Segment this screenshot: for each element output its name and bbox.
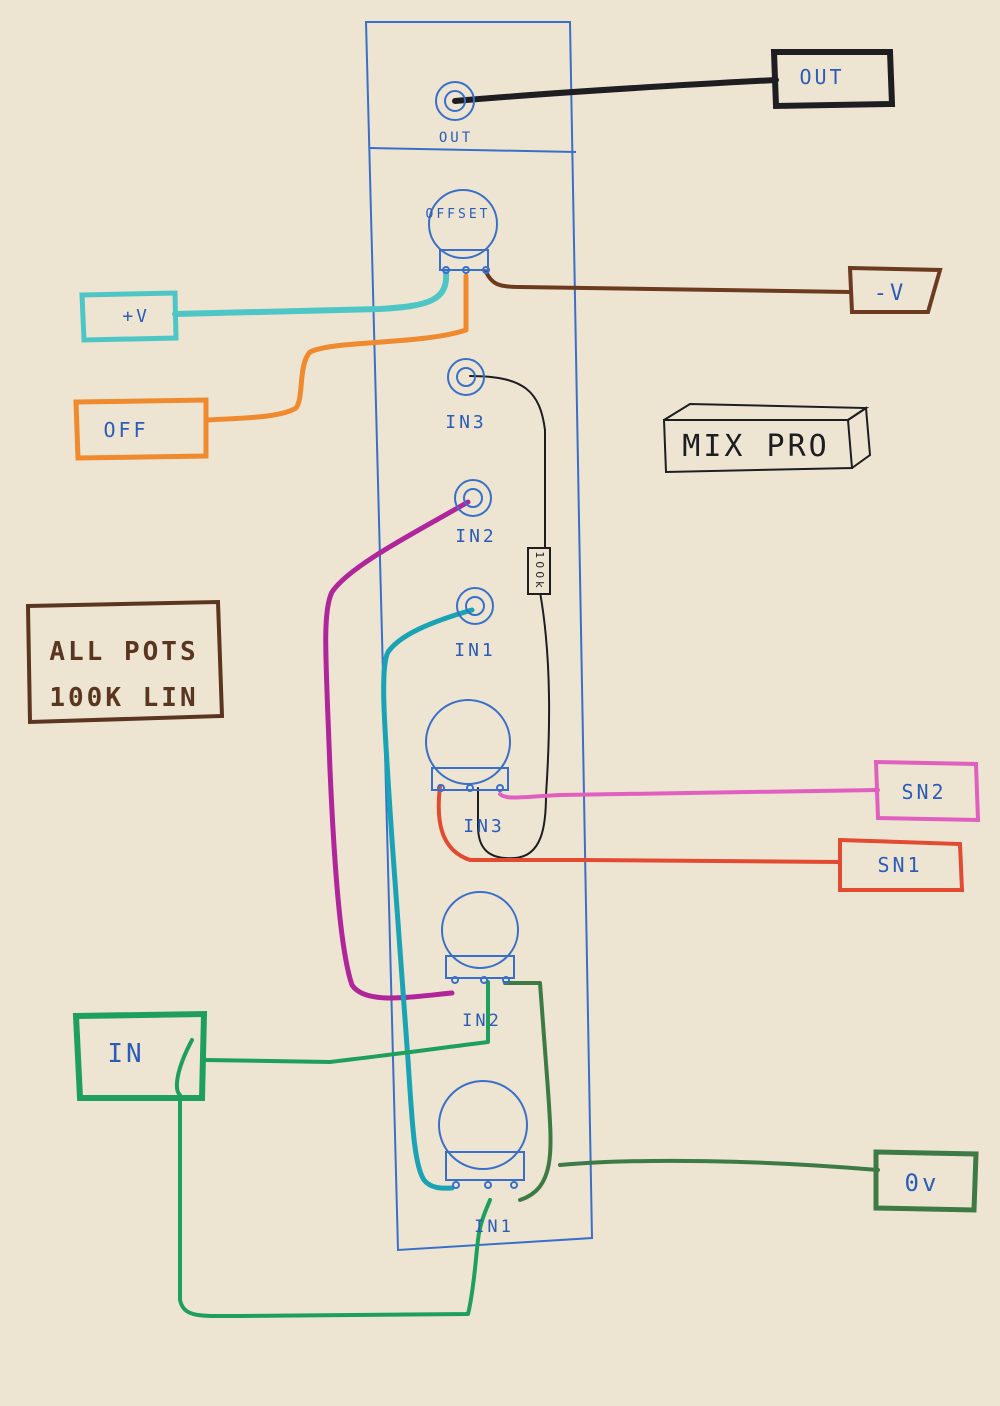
jack-in2-label: IN2 xyxy=(455,526,497,547)
terminal-out: OUT xyxy=(770,49,896,110)
jack-out-label: OUT xyxy=(439,130,473,146)
wire-resistor-top xyxy=(469,375,546,551)
terminal-off-label: OFF xyxy=(103,418,148,442)
wire-off xyxy=(205,273,469,423)
wire-in1-jack xyxy=(381,607,475,1191)
terminal-pos-v-label: +V xyxy=(122,306,150,327)
terminal-neg-v-label: -V xyxy=(874,281,907,306)
terminal-zero-v: 0v xyxy=(873,1149,979,1213)
wire-in-signal xyxy=(203,980,490,1064)
wire-ground-loop xyxy=(503,981,553,1202)
jack-in2 xyxy=(454,479,492,517)
wire-out xyxy=(452,77,779,104)
resistor-100k: 100k xyxy=(527,547,551,595)
wire-neg-v xyxy=(484,270,852,294)
wire-zero-v xyxy=(558,1158,880,1172)
jack-in3 xyxy=(447,358,485,396)
pot-in3-label: IN3 xyxy=(463,816,505,837)
terminal-in: IN xyxy=(72,1010,208,1101)
jack-in1-label: IN1 xyxy=(454,640,496,661)
jack-in1 xyxy=(456,587,494,625)
terminal-zero-v-label: 0v xyxy=(905,1169,940,1197)
terminal-pos-v: +V xyxy=(79,290,179,343)
terminal-out-label: OUT xyxy=(799,65,844,89)
pot-in2 xyxy=(441,891,519,984)
jack-out xyxy=(435,81,475,121)
pot-in2-label: IN2 xyxy=(462,1011,502,1031)
resistor-label: 100k xyxy=(533,551,546,590)
wire-in2-jack xyxy=(323,499,471,1001)
wire-resistor-bottom xyxy=(477,591,551,860)
pot-in1-label: IN1 xyxy=(474,1217,514,1237)
jack-in3-label: IN3 xyxy=(445,412,487,433)
pot-in1 xyxy=(438,1080,528,1189)
panel-divider xyxy=(369,147,577,153)
terminal-sn2-label: SN2 xyxy=(901,780,946,804)
terminal-in-label: IN xyxy=(107,1039,144,1069)
title-box: MIX PRO xyxy=(662,402,872,474)
pot-in3 xyxy=(425,699,511,792)
note-box: ALL POTS 100K LIN xyxy=(25,599,225,725)
terminal-sn2: SN2 xyxy=(873,759,981,823)
pot-offset xyxy=(428,189,498,274)
terminal-neg-v: -V xyxy=(847,265,943,314)
terminal-sn1-label: SN1 xyxy=(877,853,922,877)
wire-in1-return xyxy=(174,1038,492,1319)
terminal-sn1: SN1 xyxy=(838,837,965,892)
note-line-1: ALL POTS xyxy=(49,637,198,667)
wire-sn2 xyxy=(498,788,880,800)
module-panel xyxy=(364,21,594,1252)
note-line-2: 100K LIN xyxy=(49,683,198,713)
wire-pos-v xyxy=(172,269,450,317)
terminal-off: OFF xyxy=(73,397,209,461)
pot-offset-label: OFFSET xyxy=(426,207,491,222)
diagram-title: MIX PRO xyxy=(682,429,829,464)
wire-sn1 xyxy=(436,784,842,864)
